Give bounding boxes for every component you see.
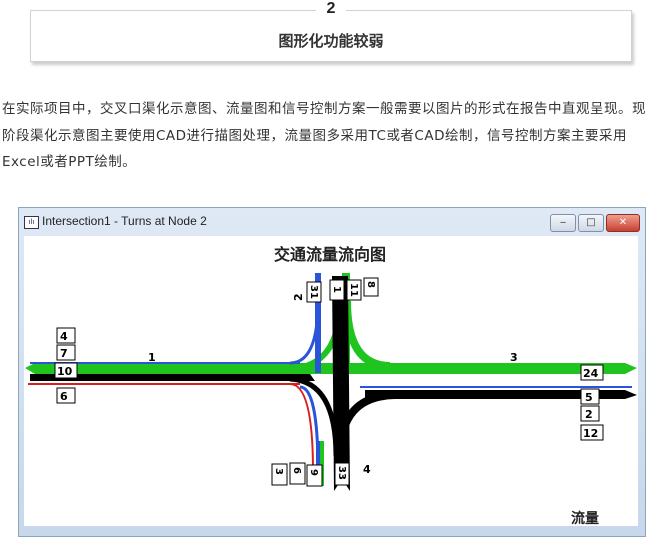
black-flow-west	[30, 374, 315, 381]
black-flow-vertical	[332, 276, 350, 491]
volume-label: 10	[57, 365, 73, 378]
volume-label: 33	[336, 466, 347, 480]
section-title: 图形化功能较弱	[278, 32, 384, 50]
volume-label: 6	[60, 390, 68, 403]
green-curve-ne	[343, 300, 391, 370]
minimize-button[interactable]: ‒	[550, 214, 576, 232]
title-bar[interactable]: ılı Intersection1 - Turns at Node 2 ‒ □ …	[19, 208, 645, 235]
north-volume-labels: 31 1 11 8	[306, 277, 379, 303]
road-label-east: 3	[510, 351, 518, 364]
road-label-south: 4	[363, 463, 371, 476]
chart-icon: ılı	[24, 216, 39, 229]
green-flow-band	[25, 363, 637, 374]
green-flow-south	[320, 441, 324, 486]
blue-curve-w	[289, 300, 320, 365]
road-label-west: 1	[148, 351, 156, 364]
road-label-north: 2	[292, 293, 305, 301]
volume-label: 3	[273, 468, 284, 475]
red-curve-s	[289, 383, 314, 472]
volume-label: 5	[585, 391, 593, 404]
legend-label: 流量	[571, 510, 599, 526]
volume-label: 12	[583, 427, 598, 440]
blue-flow-north	[315, 273, 321, 373]
section-number: 2	[316, 0, 346, 18]
window-title: Intersection1 - Turns at Node 2	[42, 214, 207, 228]
volume-label: 9	[308, 469, 319, 476]
south-volume-labels: 3 6 9 33	[271, 462, 350, 487]
volume-label: 7	[60, 347, 68, 360]
volume-label: 6	[291, 467, 302, 474]
volume-label: 1	[331, 286, 342, 293]
blue-curve-s	[299, 385, 320, 472]
west-volume-labels: 4 7 10 6	[54, 327, 78, 404]
diagram-canvas: 交通流量流向图 流量 1 2 3 4 4 7 10 6 24 5 2 12 31…	[24, 236, 638, 527]
diagram-title: 交通流量流向图	[274, 245, 386, 264]
volume-label: 4	[60, 330, 68, 343]
volume-label: 8	[365, 281, 376, 288]
volume-label: 24	[583, 367, 599, 380]
volume-label: 11	[348, 283, 359, 297]
blue-flow-south	[316, 441, 320, 486]
east-volume-labels: 24 5 2 12	[580, 364, 604, 441]
volume-label: 2	[585, 408, 593, 421]
intersection-window: ılı Intersection1 - Turns at Node 2 ‒ □ …	[18, 207, 646, 537]
maximize-button[interactable]: □	[578, 214, 604, 232]
body-paragraph: 在实际项目中，交叉口渠化示意图、流量图和信号控制方案一般需要以图片的形式在报告中…	[2, 101, 646, 170]
black-flow-east	[365, 390, 637, 399]
close-button[interactable]: ✕	[606, 214, 640, 232]
volume-label: 31	[308, 285, 319, 299]
